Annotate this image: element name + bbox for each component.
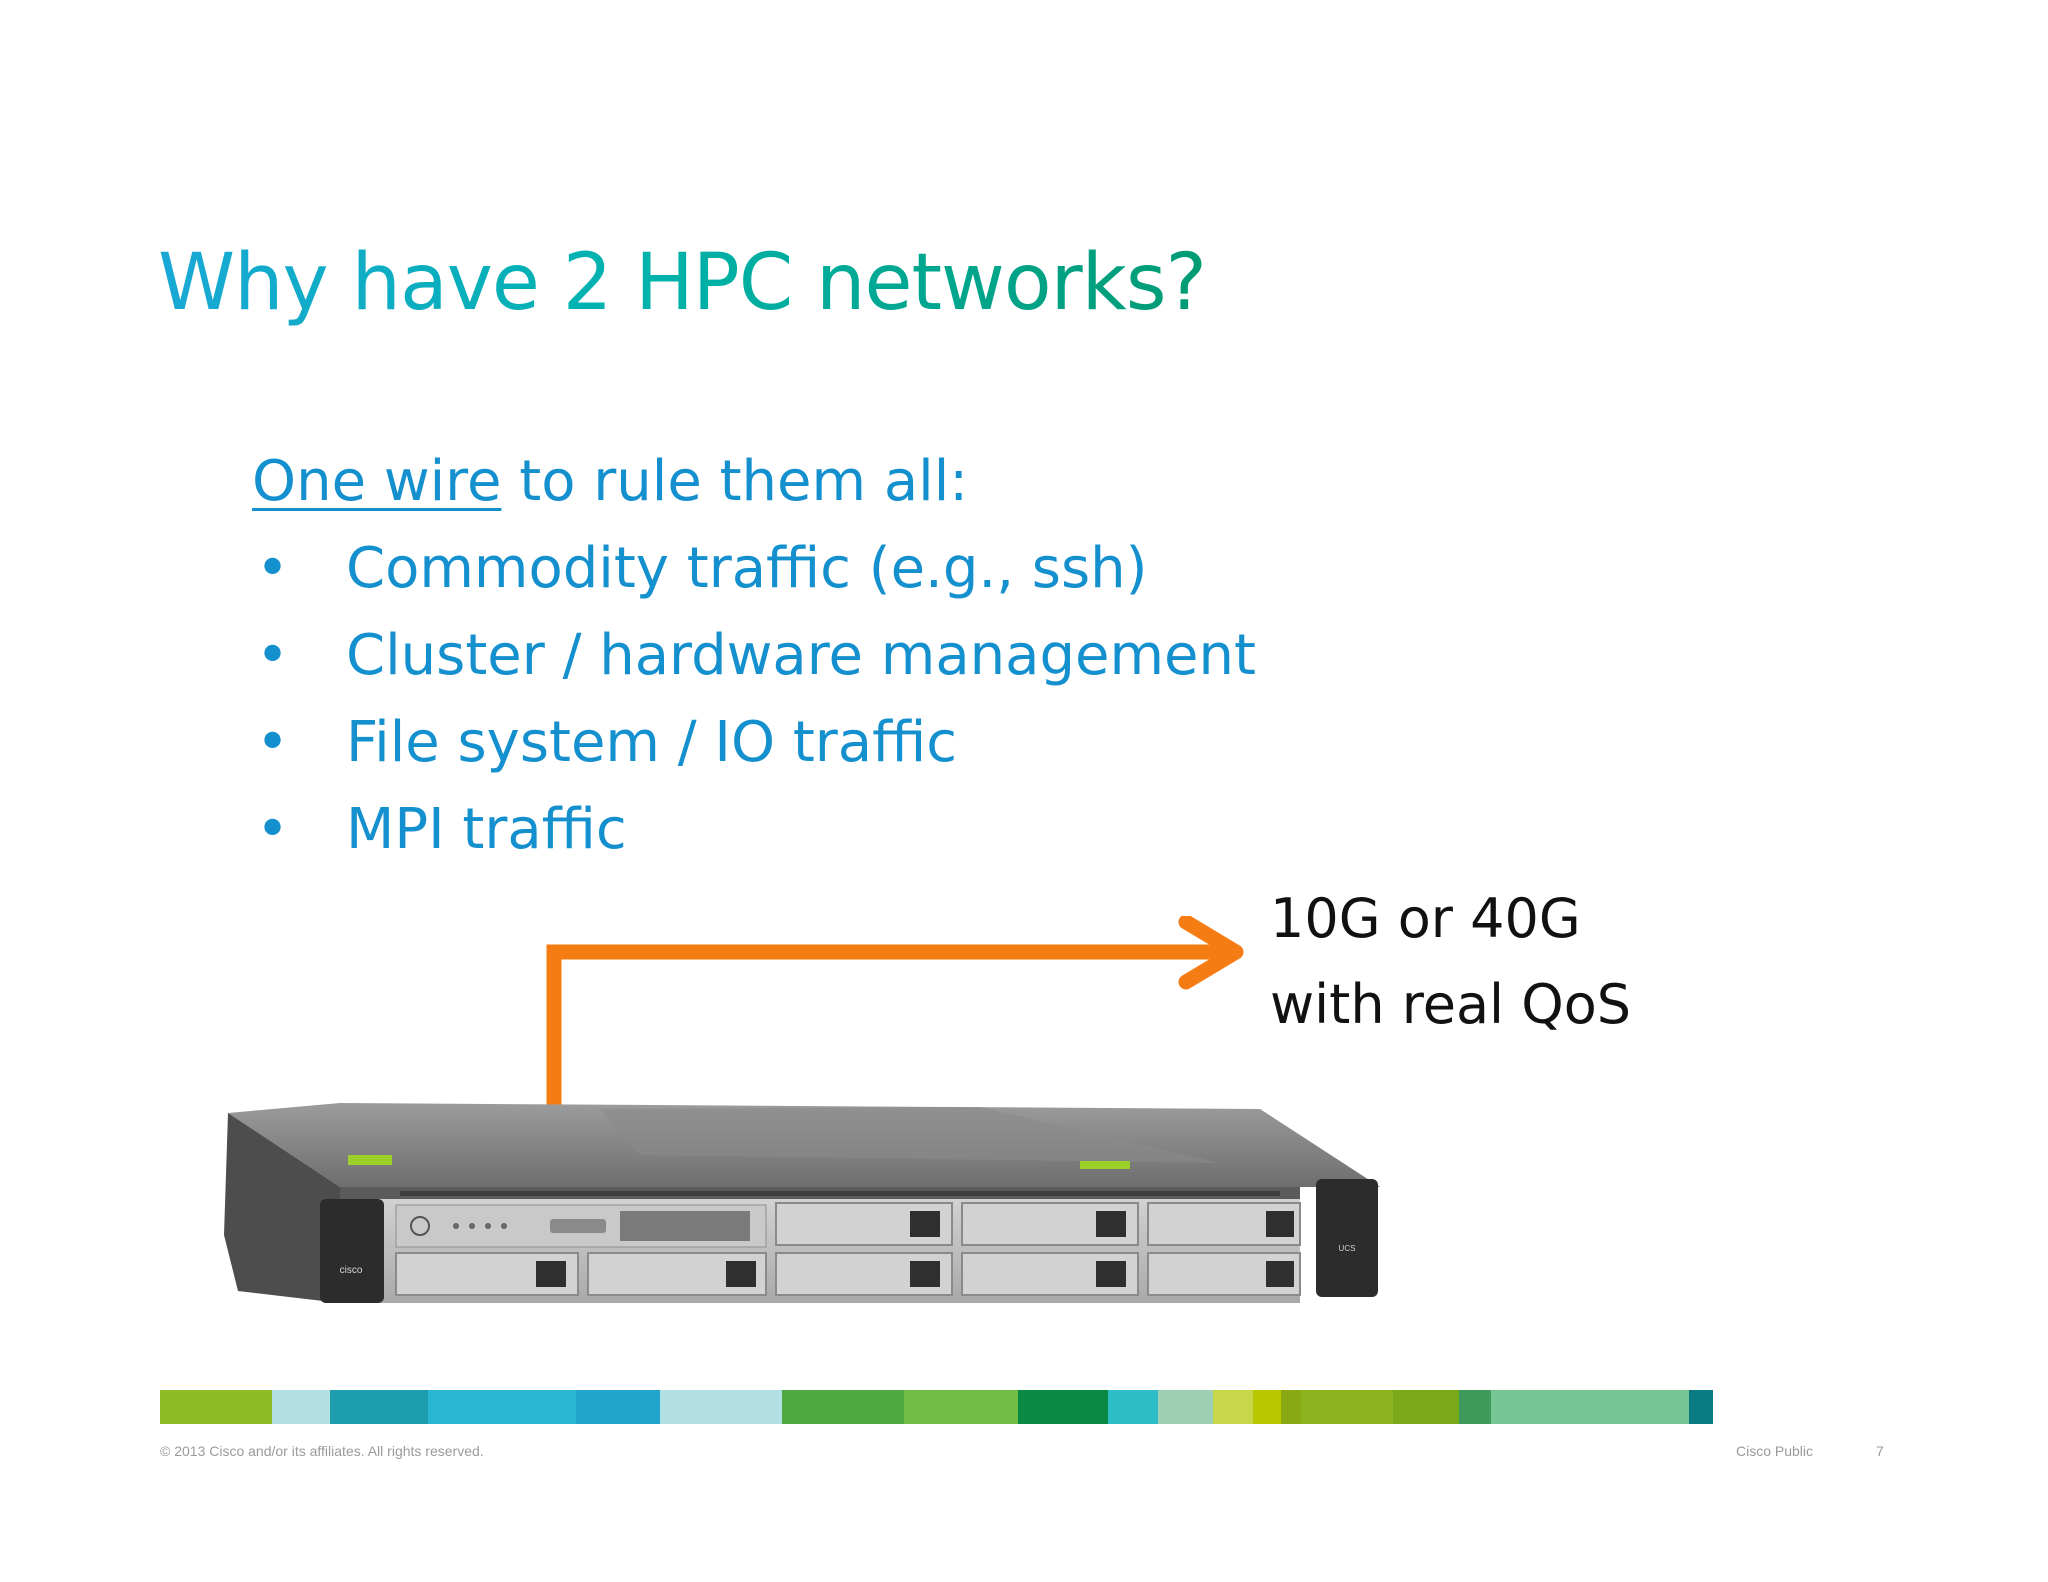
bullet-dot: • <box>256 536 290 601</box>
color-bar-segment <box>272 1390 330 1424</box>
page-number: 7 <box>1876 1443 1884 1459</box>
color-bar-segment <box>1253 1390 1281 1424</box>
color-bar-segment <box>1393 1390 1459 1424</box>
color-bar-segment <box>1158 1390 1213 1424</box>
rack-server-image: cisco UCS <box>224 1103 1380 1303</box>
color-bar-segment <box>428 1390 576 1424</box>
list-item: • MPI traffic <box>252 786 968 873</box>
callout-line-1: 10G or 40G <box>1270 887 1581 950</box>
color-bar-segment <box>576 1390 660 1424</box>
footer-copyright: © 2013 Cisco and/or its affiliates. All … <box>160 1443 484 1459</box>
power-icon <box>410 1216 430 1236</box>
color-bar-segment <box>1491 1390 1689 1424</box>
brand-color-bar <box>160 1390 1888 1424</box>
color-bar-segment <box>660 1390 782 1424</box>
callout-text: 10G or 40G with real QoS <box>1270 876 1631 1048</box>
footer-classification: Cisco Public <box>1736 1443 1814 1459</box>
cisco-logo: cisco <box>340 1265 363 1276</box>
bullet-text: File system / IO traffic <box>346 710 958 775</box>
model-label: UCS <box>1339 1244 1356 1253</box>
list-item: • Commodity traffic (e.g., ssh) <box>252 525 1148 612</box>
color-bar-segment <box>782 1390 904 1424</box>
list-item: • Cluster / hardware management <box>252 612 1256 699</box>
color-bar-segment <box>1689 1390 1713 1424</box>
color-bar-segment <box>1108 1390 1158 1424</box>
left-rack-ear <box>320 1199 384 1303</box>
vga-port <box>550 1219 606 1233</box>
bullet-text: Cluster / hardware management <box>346 623 1256 688</box>
right-rack-ear <box>1316 1179 1378 1297</box>
bullet-list: • Commodity traffic (e.g., ssh) • Cluster … <box>252 525 1256 873</box>
color-bar-segment <box>1213 1390 1253 1424</box>
slide-title: Why have 2 HPC networks? <box>158 238 1207 328</box>
bullet-dot: • <box>256 623 290 688</box>
lead-line: One wire to rule them all: <box>252 438 968 525</box>
lead-underlined: One wire <box>252 449 502 514</box>
color-bar-segment <box>904 1390 1018 1424</box>
color-bar-segment <box>1281 1390 1301 1424</box>
bullet-text: MPI traffic <box>346 797 627 862</box>
bullet-text: Commodity traffic (e.g., ssh) <box>346 536 1148 601</box>
bullet-dot: • <box>256 797 290 862</box>
bullet-dot: • <box>256 710 290 775</box>
color-bar-segment <box>160 1390 272 1424</box>
slide-body: One wire to rule them all: • Commodity tr… <box>252 438 1256 873</box>
color-bar-segment <box>1459 1390 1491 1424</box>
color-bar-segment <box>1018 1390 1108 1424</box>
list-item: • File system / IO traffic <box>252 699 968 786</box>
color-bar-segment <box>330 1390 428 1424</box>
uplink-arrow <box>546 916 1244 1114</box>
callout-line-2: with real QoS <box>1270 973 1632 1036</box>
lead-rest: to rule them all: <box>501 449 969 514</box>
color-bar-segment <box>1301 1390 1393 1424</box>
